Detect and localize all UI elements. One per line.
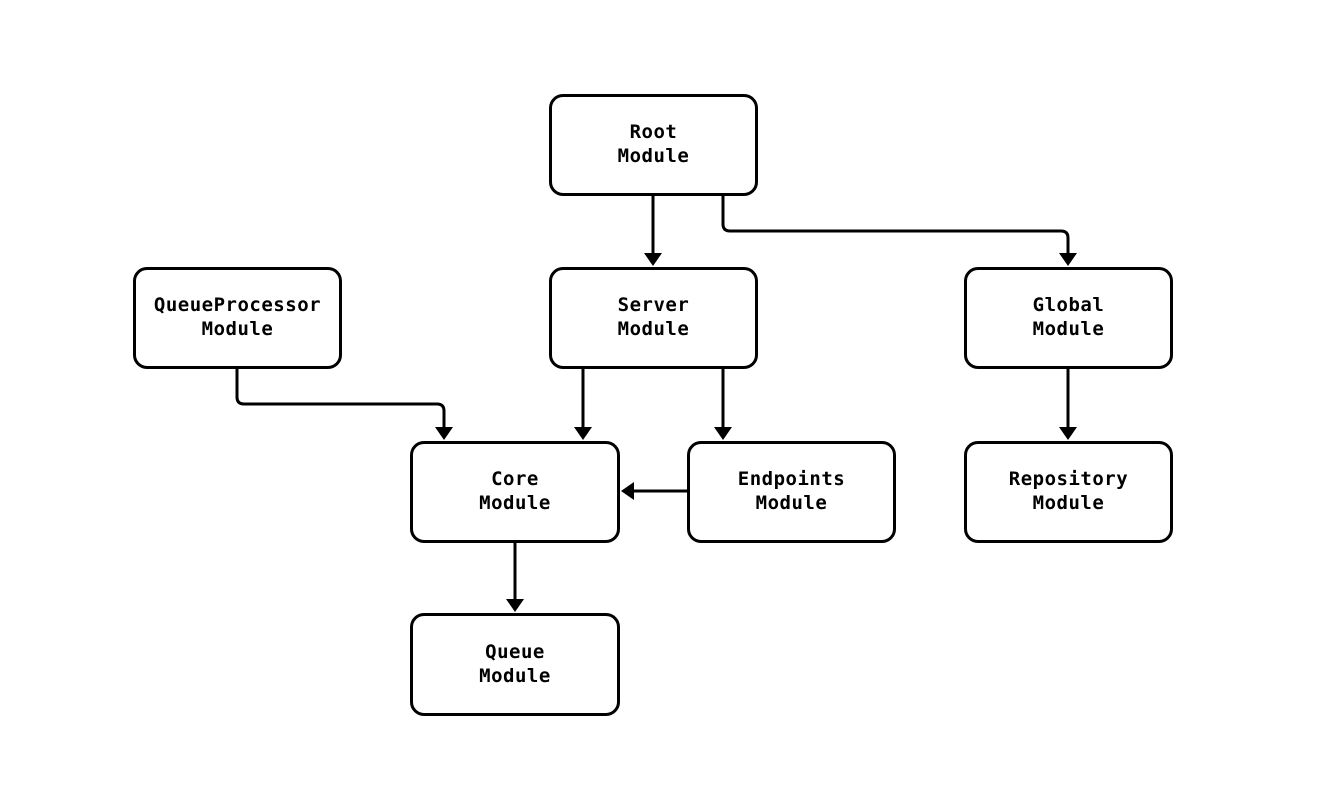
node-global-label: Global Module [1032, 294, 1105, 340]
node-root-label: Root Module [617, 121, 690, 167]
node-repository-label: Repository Module [1008, 468, 1129, 514]
arrowhead [621, 482, 634, 500]
node-endpoints[interactable]: Endpoints Module [687, 441, 896, 543]
arrowhead [506, 599, 524, 612]
node-queue[interactable]: Queue Module [410, 613, 620, 716]
node-repository[interactable]: Repository Module [964, 441, 1173, 543]
edge-root-to-global [721, 196, 1077, 266]
node-core-label: Core Module [479, 468, 551, 514]
node-queue-label: Queue Module [479, 640, 551, 687]
edge-root-to-server [644, 196, 662, 266]
edge-global-to-repository [1059, 369, 1077, 440]
node-endpoints-label: Endpoints Module [737, 468, 846, 514]
arrowhead [644, 253, 662, 266]
edge-server-to-endpoints [714, 369, 732, 440]
node-root[interactable]: Root Module [549, 94, 758, 196]
arrowhead [435, 427, 453, 440]
arrowhead [574, 427, 592, 440]
node-global[interactable]: Global Module [964, 267, 1173, 369]
arrowhead [1059, 427, 1077, 440]
node-queueprocessor[interactable]: QueueProcessor Module [133, 267, 342, 369]
node-server[interactable]: Server Module [549, 267, 758, 369]
arrowhead [714, 427, 732, 440]
edge-queueprocessor-to-core [235, 369, 453, 440]
edge-endpoints-to-core [621, 482, 687, 500]
edge-server-to-core [574, 369, 592, 440]
edge-core-to-queue [506, 543, 524, 612]
node-server-label: Server Module [617, 294, 690, 340]
arrowhead [1059, 253, 1077, 266]
node-queueprocessor-label: QueueProcessor Module [153, 294, 322, 340]
node-core[interactable]: Core Module [410, 441, 620, 543]
